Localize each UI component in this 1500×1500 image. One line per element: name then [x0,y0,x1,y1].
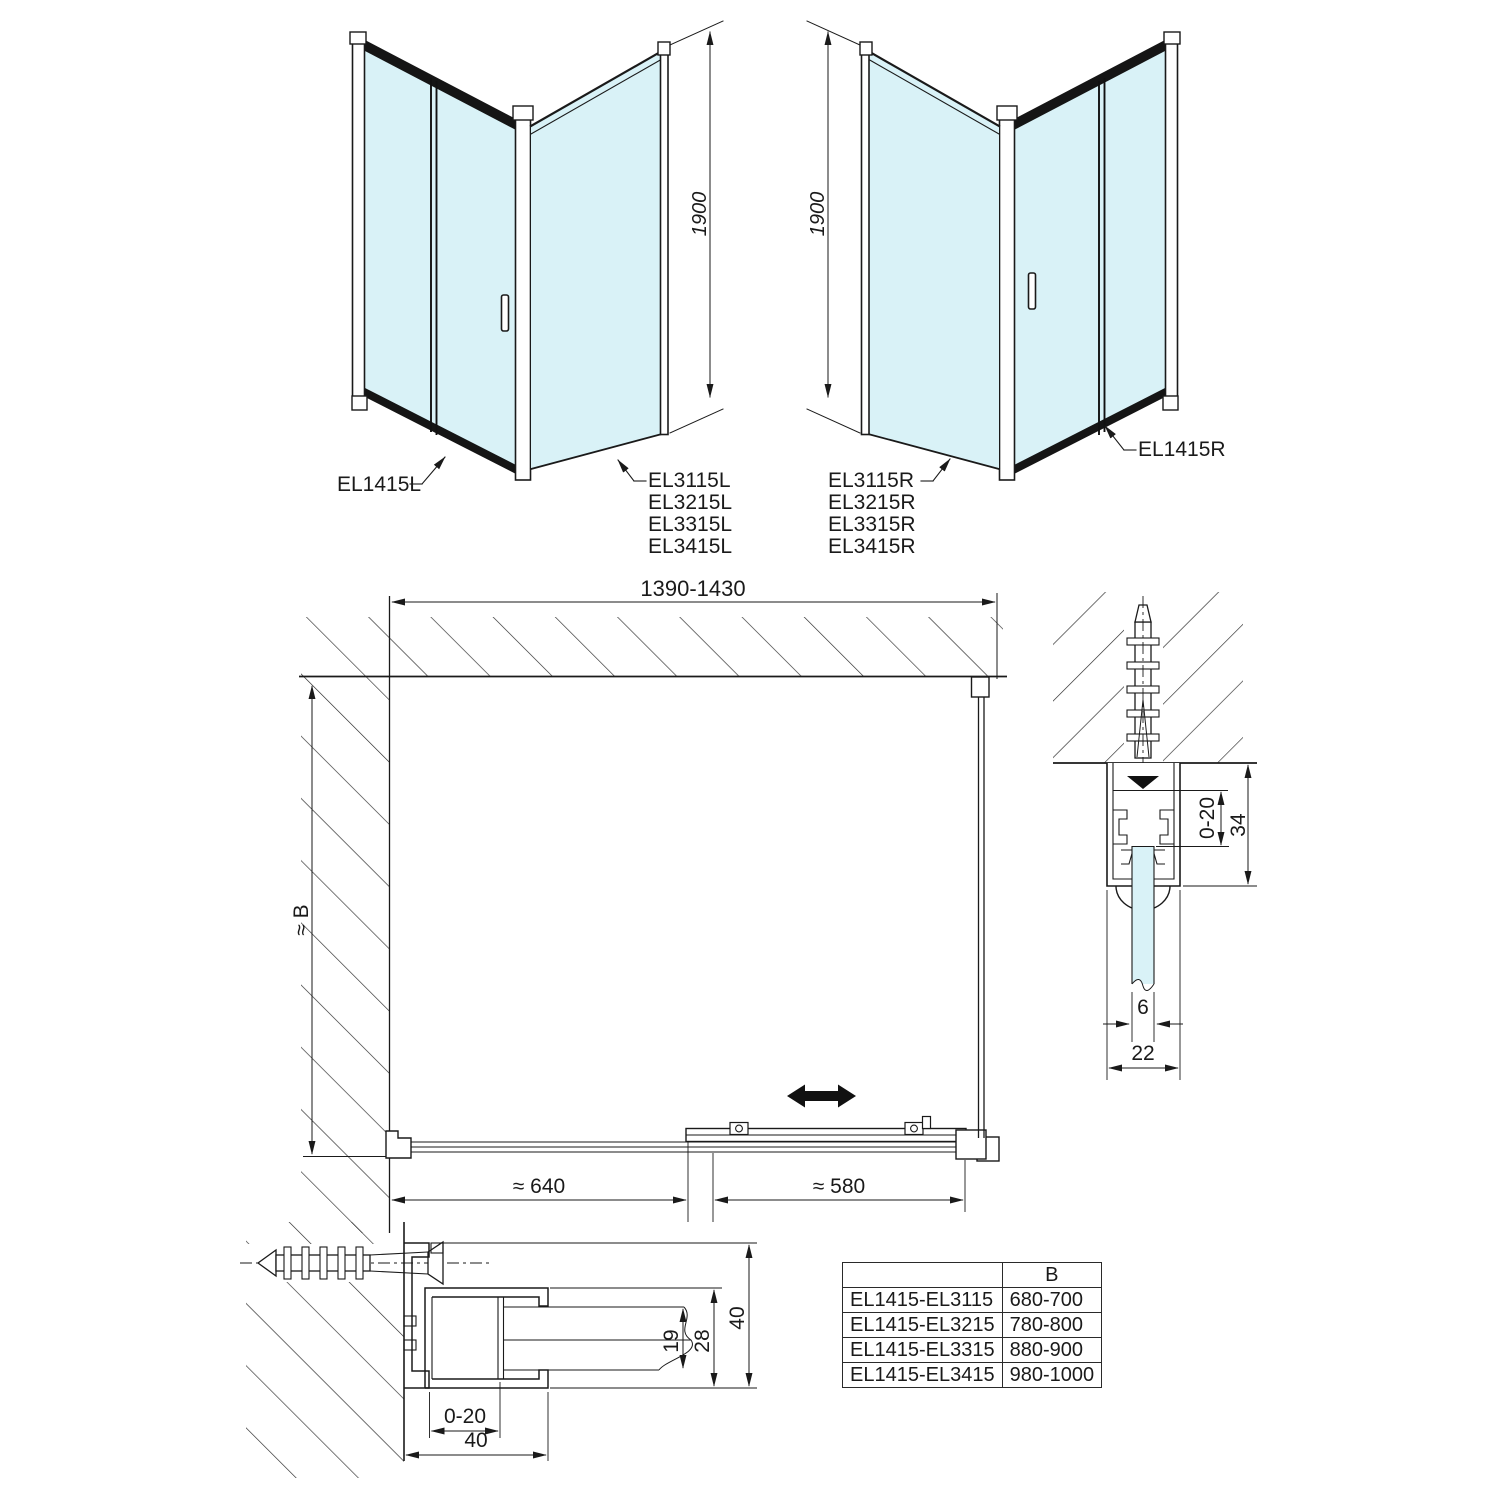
right-height-dimension [806,20,861,434]
plan-section-glass-insert-label: 19 [660,1329,683,1352]
table-row: EL1415-EL3415 980-1000 [842,1362,1103,1388]
left-height-dimension [669,20,724,434]
section-glass-thickness-label: 6 [1137,996,1149,1019]
wall-profile-plan-detail: 0-20 40 19 28 40 [240,1222,757,1478]
slide-direction-arrow-icon [787,1084,856,1108]
wall-profile-section-detail: 0-20 34 6 22 [1053,592,1257,1080]
left-door-handle [500,294,510,332]
plan-wall-hatch [301,617,1003,1233]
right-door-glass [1014,48,1165,466]
left-door-glass [365,48,516,466]
model-cell: EL1415-EL3315 [842,1337,1003,1363]
plan-view: 1390-1430 ≈ B ≈ 640 ≈ 580 [290,576,1007,1233]
wall-anchor-screw [256,1240,444,1286]
left-isometric-view: 1900 EL1415L EL3115L EL3215L EL3315L EL3… [337,20,732,558]
right-panel-label: EL3115R [828,469,914,492]
section-profile-width-label: 22 [1131,1042,1154,1065]
b-value-cell: 980-1000 [1001,1362,1103,1388]
left-door-label: EL1415L [337,473,421,496]
left-panel-label: EL3215L [648,491,732,514]
table-header-row: B [842,1262,1103,1288]
b-value-cell: 680-700 [1001,1287,1103,1313]
right-isometric-view: 1900 EL1415R EL3115R EL3215R EL3315R EL3… [806,20,1226,558]
plan-section-adjust-label: 0-20 [444,1405,486,1428]
table-row: EL1415-EL3315 880-900 [842,1337,1103,1363]
left-panel-label: EL3315L [648,513,732,536]
plan-width-dimension-label: 1390-1430 [640,576,745,601]
plan-fixed-panel-dimension-label: ≈ 640 [513,1175,565,1198]
right-door-label: EL1415R [1138,438,1226,461]
right-panel-label: EL3315R [828,513,916,536]
left-height-dimension-label: 1900 [689,192,711,237]
left-side-panel-glass [531,51,662,469]
plan-section-inner-label: 28 [691,1329,714,1352]
table-row: EL1415-EL3115 680-700 [842,1287,1103,1313]
right-height-dimension-label: 1900 [807,192,829,237]
b-value-cell: 880-900 [1001,1337,1103,1363]
section-adjust-dimension-label: 0-20 [1196,797,1219,839]
plan-door-dimension-label: ≈ 580 [813,1175,865,1198]
section-glass-pane [1132,846,1154,984]
left-panel-label: EL3415L [648,535,732,558]
model-cell: EL1415-EL3415 [842,1362,1003,1388]
plan-section-width-label: 40 [464,1429,487,1452]
right-door-handle [1027,272,1037,310]
plan-section-outer-label: 40 [726,1306,749,1329]
left-panel-label: EL3115L [648,469,731,492]
right-side-panel-glass [868,51,999,469]
plan-depth-dimension-label: ≈ B [290,904,313,935]
size-table: B EL1415-EL3115 680-700 EL1415-EL3215 78… [842,1262,1103,1388]
table-header-empty [842,1262,1003,1288]
model-cell: EL1415-EL3115 [842,1287,1003,1313]
model-cell: EL1415-EL3215 [842,1312,1003,1338]
right-panel-label: EL3415R [828,535,916,558]
section-depth-dimension-label: 34 [1227,813,1250,837]
table-row: EL1415-EL3215 780-800 [842,1312,1103,1338]
right-panel-label: EL3215R [828,491,916,514]
table-header-b: B [1001,1262,1103,1288]
b-value-cell: 780-800 [1001,1312,1103,1338]
